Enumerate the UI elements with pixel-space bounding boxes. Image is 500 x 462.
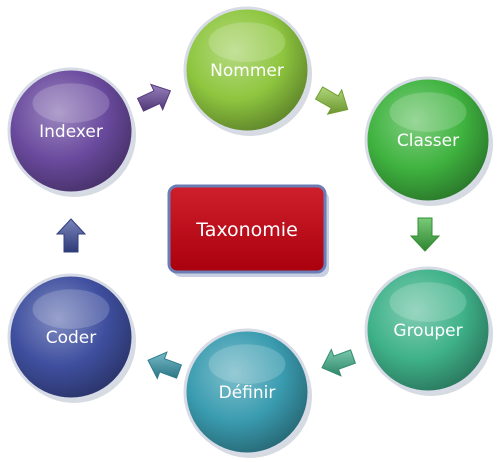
- node-label-indexer: Indexer: [39, 122, 103, 142]
- cycle-arrows: [55, 83, 441, 380]
- node-nommer: Nommer: [183, 6, 312, 136]
- node-label-nommer: Nommer: [210, 61, 284, 81]
- node-label-grouper: Grouper: [393, 321, 462, 341]
- arrow-nommer-to-classer: [314, 86, 349, 115]
- center-box-taxonomie: Taxonomie: [167, 184, 329, 277]
- node-grouper: Grouper: [364, 266, 493, 396]
- arrow-indexer-to-nommer: [136, 83, 172, 112]
- center-label: Taxonomie: [195, 219, 298, 241]
- node-label-classer: Classer: [397, 131, 459, 151]
- arrow-definir-to-coder: [147, 351, 183, 380]
- node-definir: Définir: [183, 328, 312, 458]
- arrow-classer-to-grouper: [409, 217, 441, 252]
- node-classer: Classer: [364, 76, 493, 206]
- node-label-definir: Définir: [219, 383, 276, 403]
- node-label-coder: Coder: [46, 328, 97, 348]
- node-indexer: Indexer: [7, 67, 136, 197]
- arrow-coder-to-indexer: [55, 218, 87, 253]
- node-coder: Coder: [7, 273, 136, 403]
- arrow-grouper-to-definir: [321, 348, 357, 377]
